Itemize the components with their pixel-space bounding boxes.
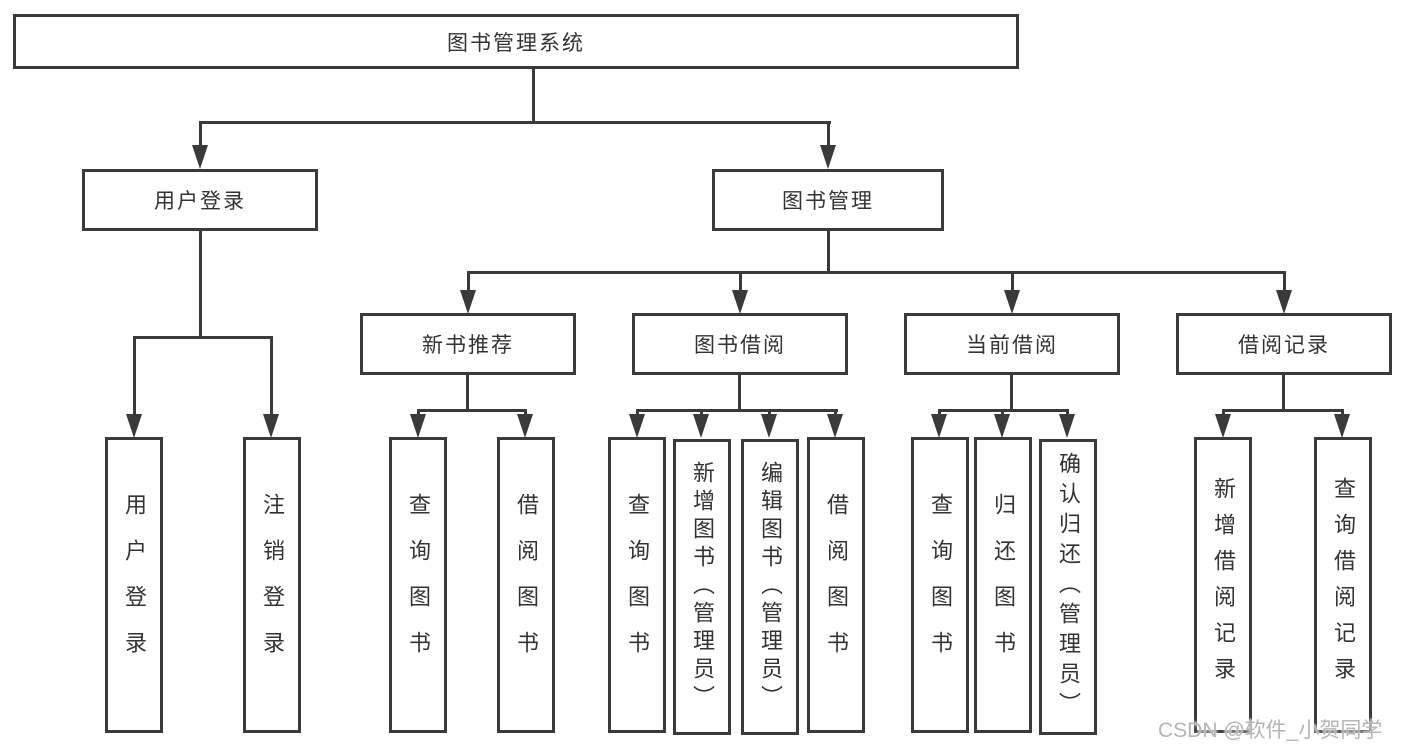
leaf-query-books-borrow: 查询图书	[608, 437, 666, 733]
leaf-return-book: 归还图书	[974, 437, 1032, 733]
connector-drop-g3-return	[1001, 409, 1004, 417]
leaf-user-login-label: 用户登录	[122, 493, 147, 677]
connector-drop-book-mgmt	[827, 121, 830, 147]
connector-drop-g3-confirm	[1066, 409, 1069, 417]
arrowhead-g4-add-icon	[1215, 414, 1231, 438]
node-new-book-recommend-label: 新书推荐	[422, 334, 514, 357]
leaf-confirm-return-admin-label: 确认归还（管理员）	[1056, 452, 1081, 722]
arrowhead-leaf-login-icon	[126, 414, 142, 438]
node-new-book-recommend: 新书推荐	[360, 313, 576, 375]
node-book-borrow: 图书借阅	[632, 313, 848, 375]
arrowhead-g3-confirm-icon	[1059, 414, 1075, 438]
connector-drop-current-borrow	[1011, 271, 1014, 293]
node-root: 图书管理系统	[13, 14, 1019, 69]
connector-drop-new-book	[467, 271, 470, 293]
connector-borrow-records-stem	[1282, 375, 1285, 412]
arrowhead-g2-add-icon	[693, 414, 709, 438]
leaf-logout-label: 注销登录	[260, 493, 285, 677]
leaf-query-borrow-record-label: 查询借阅记录	[1331, 477, 1356, 693]
connector-drop-leaf-login	[133, 336, 136, 416]
connector-drop-g4-add	[1222, 409, 1225, 417]
arrowhead-new-book-icon	[460, 290, 476, 314]
leaf-borrow-books-recommend: 借阅图书	[497, 437, 555, 733]
arrowhead-g1-query-icon	[410, 414, 426, 438]
leaf-add-book-admin: 新增图书（管理员）	[673, 439, 731, 735]
leaf-add-book-admin-label: 新增图书（管理员）	[690, 461, 715, 713]
leaf-query-books-borrow-label: 查询图书	[625, 493, 650, 677]
arrowhead-user-login-icon	[192, 145, 208, 169]
node-book-management-label: 图书管理	[782, 190, 874, 213]
csdn-watermark: CSDN @软件_小贺同学	[1158, 719, 1383, 742]
connector-book-mgmt-stem	[827, 231, 830, 273]
leaf-query-books-current: 查询图书	[911, 437, 969, 733]
connector-drop-g4-query	[1341, 409, 1344, 417]
connector-level1-branch	[199, 121, 831, 124]
connector-current-borrow-stem	[1010, 375, 1013, 412]
connector-drop-g2-borrow	[834, 409, 837, 417]
connector-user-login-branch	[133, 336, 273, 339]
leaf-borrow-books-recommend-label: 借阅图书	[514, 493, 539, 677]
arrowhead-g4-query-icon	[1334, 414, 1350, 438]
node-current-borrow-label: 当前借阅	[966, 334, 1058, 357]
connector-book-borrow-branch	[636, 409, 838, 412]
node-book-borrow-label: 图书借阅	[694, 334, 786, 357]
connector-drop-g3-query	[938, 409, 941, 417]
leaf-query-books-current-label: 查询图书	[928, 493, 953, 677]
connector-book-borrow-stem	[738, 375, 741, 412]
leaf-add-borrow-record: 新增借阅记录	[1194, 437, 1252, 733]
connector-drop-g2-add	[700, 409, 703, 417]
arrowhead-borrow-records-icon	[1276, 290, 1292, 314]
leaf-edit-book-admin: 编辑图书（管理员）	[741, 439, 799, 735]
arrowhead-g1-borrow-icon	[517, 414, 533, 438]
connector-drop-leaf-logout	[270, 336, 273, 416]
arrowhead-g3-query-icon	[931, 414, 947, 438]
leaf-logout: 注销登录	[243, 437, 301, 733]
arrowhead-book-borrow-icon	[732, 290, 748, 314]
leaf-return-book-label: 归还图书	[991, 493, 1016, 677]
leaf-query-borrow-record: 查询借阅记录	[1314, 437, 1372, 733]
connector-drop-g2-query	[636, 409, 639, 417]
node-borrow-records: 借阅记录	[1176, 313, 1392, 375]
connector-level3-branch	[467, 271, 1285, 274]
leaf-borrow-books-label: 借阅图书	[824, 493, 849, 677]
leaf-user-login: 用户登录	[105, 437, 163, 733]
connector-drop-g1-borrow	[524, 409, 527, 417]
leaf-add-borrow-record-label: 新增借阅记录	[1211, 477, 1236, 693]
arrowhead-leaf-logout-icon	[263, 414, 279, 438]
arrowhead-g2-borrow-icon	[827, 414, 843, 438]
connector-user-login-stem	[199, 231, 202, 337]
node-user-login: 用户登录	[82, 169, 318, 231]
node-user-login-label: 用户登录	[154, 190, 246, 213]
connector-new-book-branch	[417, 409, 527, 412]
node-current-borrow: 当前借阅	[904, 313, 1120, 375]
arrowhead-g2-query-icon	[629, 414, 645, 438]
node-book-management: 图书管理	[712, 169, 944, 231]
leaf-query-books-recommend-label: 查询图书	[406, 493, 431, 677]
arrowhead-current-borrow-icon	[1004, 290, 1020, 314]
arrowhead-g2-edit-icon	[761, 414, 777, 438]
connector-drop-borrow-records	[1283, 271, 1286, 293]
leaf-edit-book-admin-label: 编辑图书（管理员）	[758, 461, 783, 713]
connector-new-book-stem	[466, 375, 469, 412]
leaf-confirm-return-admin: 确认归还（管理员）	[1039, 439, 1097, 735]
node-borrow-records-label: 借阅记录	[1238, 334, 1330, 357]
connector-borrow-records-branch	[1222, 409, 1344, 412]
connector-drop-g1-query	[417, 409, 420, 417]
leaf-query-books-recommend: 查询图书	[389, 437, 447, 733]
node-root-label: 图书管理系统	[447, 31, 585, 55]
arrowhead-book-mgmt-icon	[820, 145, 836, 169]
arrowhead-g3-return-icon	[994, 414, 1010, 438]
connector-root-stem	[532, 68, 535, 122]
connector-drop-book-borrow	[739, 271, 742, 293]
leaf-borrow-books: 借阅图书	[807, 437, 865, 733]
connector-drop-user-login	[199, 121, 202, 147]
connector-drop-g2-edit	[768, 409, 771, 417]
